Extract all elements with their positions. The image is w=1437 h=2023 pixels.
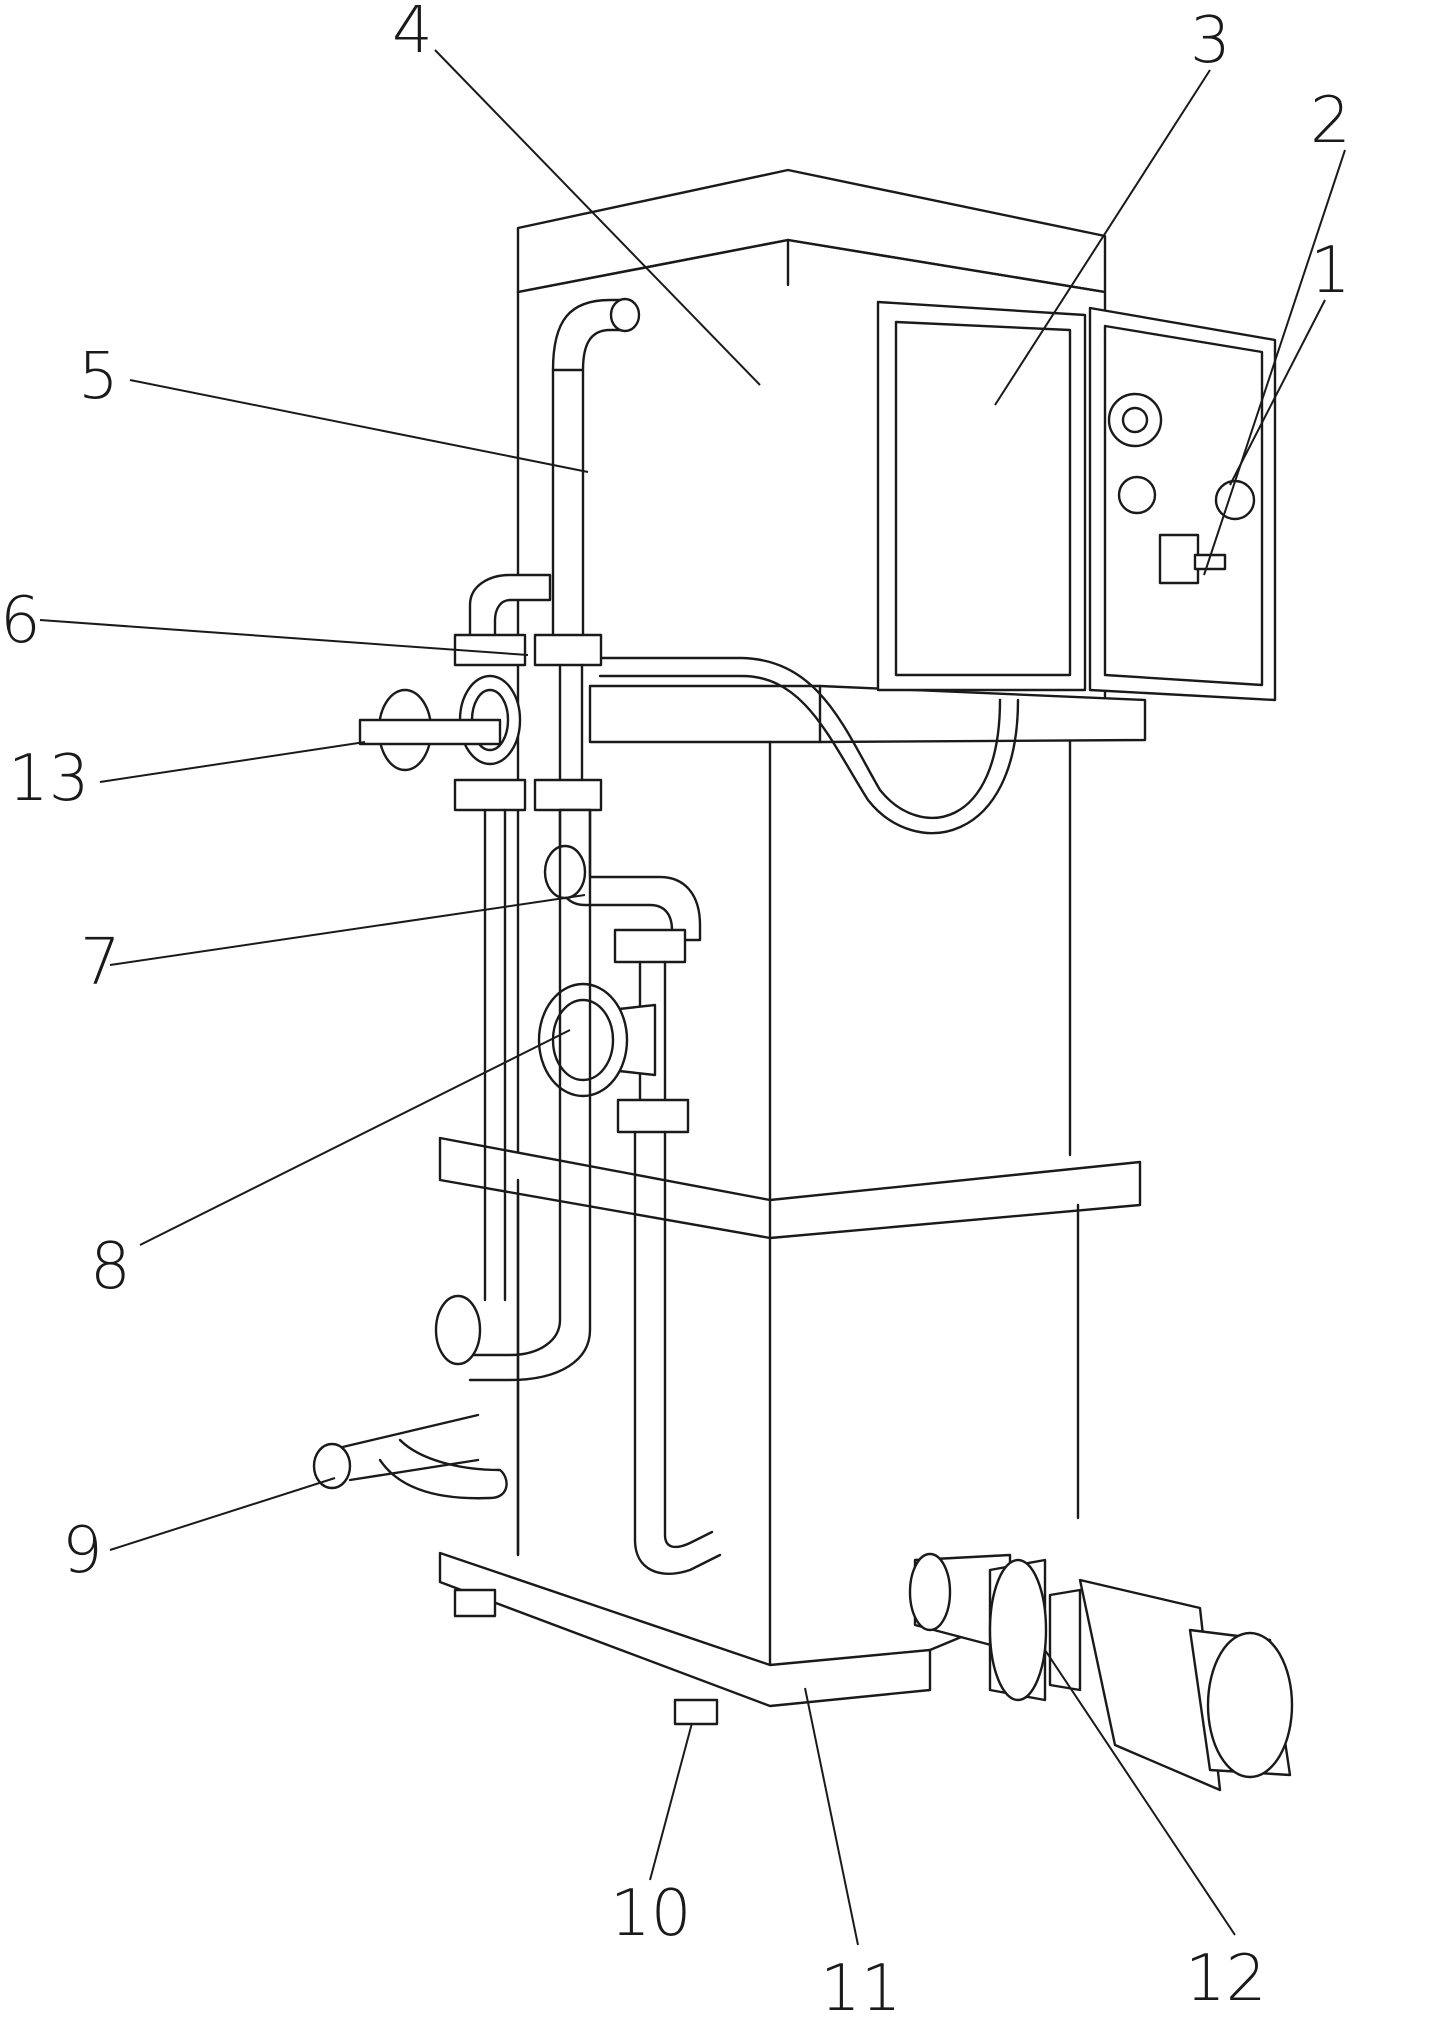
pipework (312, 297, 722, 1726)
reference-numerals: 1 2 3 4 5 6 13 7 8 9 10 11 12 (0, 0, 1351, 2023)
label-11: 11 (820, 1952, 901, 2023)
label-1: 1 (1310, 234, 1351, 308)
label-5: 5 (78, 340, 119, 414)
label-12: 12 (1185, 1942, 1266, 2016)
motor (908, 1552, 1294, 1792)
label-4: 4 (392, 0, 433, 68)
label-13: 13 (8, 742, 89, 816)
label-8: 8 (90, 1230, 131, 1304)
label-2: 2 (1310, 84, 1351, 158)
label-3: 3 (1190, 4, 1231, 78)
control-box (876, 300, 1277, 702)
cable (598, 656, 1002, 820)
label-10: 10 (610, 1877, 691, 1951)
label-6: 6 (0, 584, 41, 658)
label-7: 7 (80, 926, 121, 1000)
label-9: 9 (62, 1514, 103, 1588)
leader-lines (39, 49, 1346, 1946)
